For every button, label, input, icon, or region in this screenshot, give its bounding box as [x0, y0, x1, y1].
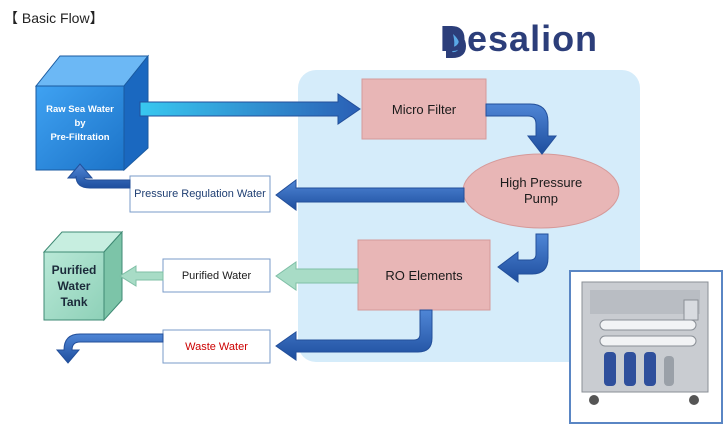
high-pressure-pump-line2: Pump: [524, 191, 558, 206]
micro-filter-label: Micro Filter: [391, 101, 457, 117]
purified-water-tank-line3: Tank: [60, 295, 88, 309]
arrow-ro-to-waste: [275, 309, 433, 361]
waste-water-label: Waste Water: [185, 340, 248, 353]
page-title: 【 Basic Flow】: [4, 10, 104, 26]
ro-elements-box: [357, 239, 491, 311]
waste-water-box: [162, 329, 271, 364]
ro-elements-label: RO Elements: [385, 267, 463, 283]
purified-water-box: [162, 258, 271, 293]
arrow-regulation-elbow: [66, 163, 131, 189]
raw-sea-water-line2: by: [74, 118, 86, 129]
pressure-regulation-label: Pressure Regulation Water: [134, 188, 266, 200]
purified-water-tank-label: Purified Water Tank: [44, 262, 104, 310]
purified-water-tank-cube: [42, 230, 124, 322]
high-pressure-pump-label: High Pressure Pump: [463, 170, 619, 212]
raw-sea-water-label: Raw Sea Water by Pre-Filtration: [36, 103, 124, 145]
logo-wordmark: Desalion: [440, 18, 599, 59]
logo-drop-icon: [446, 26, 466, 58]
purified-water-label: Purified Water: [181, 269, 252, 282]
high-pressure-pump-line1: High Pressure: [499, 175, 583, 190]
raw-sea-water-line1: Raw Sea Water: [46, 104, 114, 115]
machine-photo: [569, 270, 723, 424]
pressure-regulation-box: [129, 175, 271, 213]
arrow-raw-to-filter: [139, 93, 361, 125]
arrow-purified-to-tank: [119, 265, 164, 287]
arrow-ro-to-purified: [275, 261, 359, 291]
arrow-waste-out: [55, 333, 164, 364]
arrow-pump-to-regulation: [275, 179, 465, 211]
purified-water-tank-line1: Purified: [51, 263, 97, 277]
purified-water-tank-line2: Water: [57, 279, 91, 293]
raw-sea-water-line3: Pre-Filtration: [50, 132, 110, 143]
arrow-filter-to-pump: [485, 103, 558, 155]
arrow-pump-to-ro: [497, 233, 549, 283]
